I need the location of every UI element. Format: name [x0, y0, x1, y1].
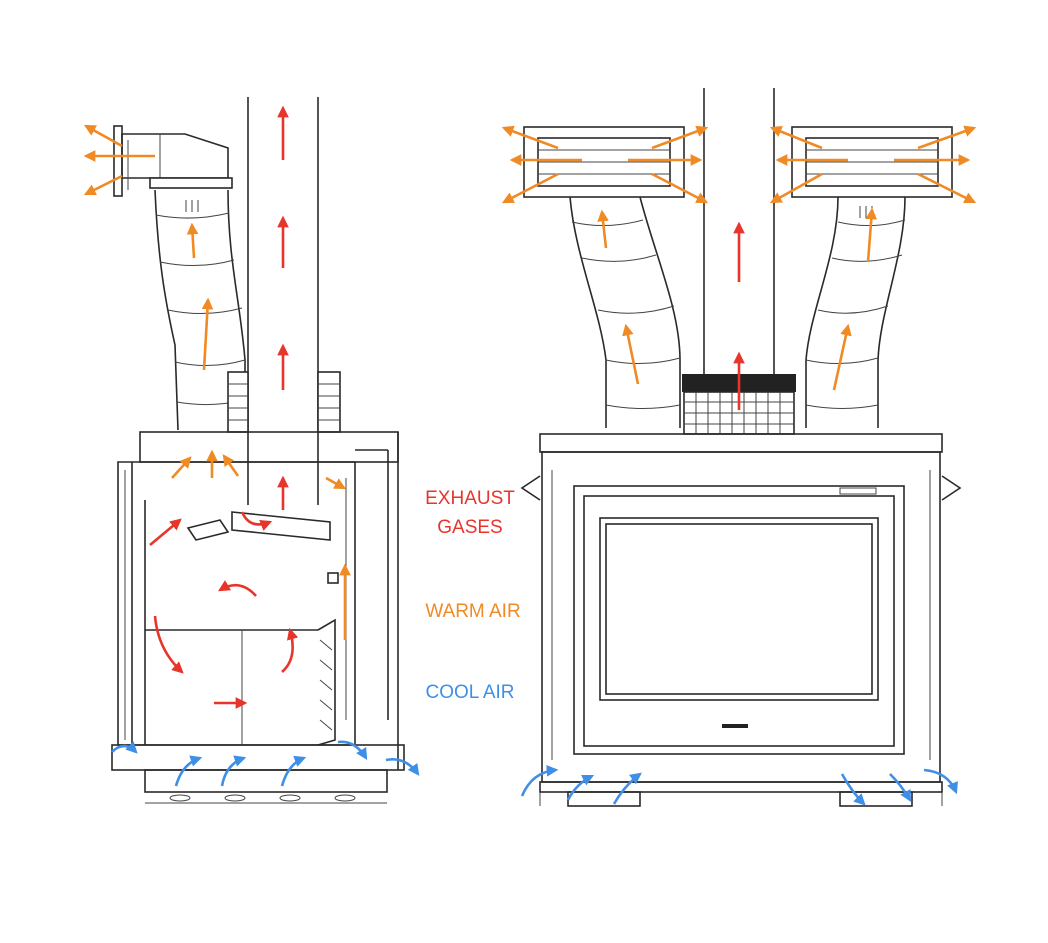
chimney-flue: [247, 97, 319, 505]
blue-curved-arrow-icon: [220, 755, 247, 787]
legend-warm-air: WARM AIR: [425, 601, 520, 622]
blue-curved-arrow-icon: [520, 764, 559, 797]
orange-arrow-icon: [917, 125, 977, 150]
orange-arrow-icon: [201, 297, 214, 371]
blue-curved-arrow-icon: [280, 755, 307, 787]
front-cool-air-arrows: [520, 764, 958, 806]
side-cool-air-arrows: [111, 740, 420, 787]
blue-curved-arrow-icon: [385, 758, 420, 776]
warm-air-duct: [154, 189, 246, 431]
blue-curved-arrow-icon: [612, 772, 642, 805]
side-warm-air-arrows: [83, 124, 351, 640]
front-left-duct: [569, 196, 681, 428]
orange-arrow-icon: [917, 172, 977, 204]
orange-arrow-icon: [865, 207, 878, 263]
front-right-outlet-grille: [791, 126, 953, 198]
front-casing: [520, 433, 962, 783]
front-view: [501, 88, 977, 807]
orange-arrow-icon: [222, 454, 240, 477]
blue-curved-arrow-icon: [111, 741, 138, 754]
orange-arrow-icon: [597, 209, 609, 249]
orange-arrow-icon: [501, 125, 559, 150]
legend: EXHAUST GASES WARM AIR COOL AIR: [425, 488, 521, 703]
front-left-outlet-grille: [523, 126, 685, 198]
orange-arrow-icon: [769, 126, 823, 150]
blue-curved-arrow-icon: [337, 740, 368, 760]
side-section-view: [83, 97, 420, 804]
orange-arrow-icon: [186, 222, 199, 259]
orange-arrow-icon: [171, 456, 192, 479]
red-arrow-icon: [217, 580, 257, 597]
orange-arrow-icon: [83, 174, 123, 196]
blue-curved-arrow-icon: [889, 773, 912, 803]
front-base: [539, 781, 943, 807]
orange-arrow-icon: [769, 172, 823, 204]
orange-arrow-icon: [501, 172, 559, 204]
flue-collar: [227, 371, 341, 433]
blue-curved-arrow-icon: [566, 774, 595, 801]
red-arrow-icon: [240, 511, 273, 531]
stove-body-side: [117, 431, 399, 770]
orange-arrow-icon: [832, 323, 852, 391]
front-right-duct: [805, 196, 906, 428]
legend-cool-air: COOL AIR: [425, 682, 514, 703]
legend-exhaust-line2: GASES: [437, 517, 502, 538]
legend-exhaust-line1: EXHAUST: [425, 488, 515, 509]
blue-curved-arrow-icon: [923, 768, 958, 795]
red-arrow-icon: [149, 518, 182, 546]
red-arrow-icon: [153, 615, 184, 674]
blue-curved-arrow-icon: [174, 755, 203, 787]
orange-arrow-icon: [325, 476, 347, 490]
orange-arrow-icon: [83, 124, 123, 148]
front-warm-air-arrows: [501, 125, 977, 391]
warm-air-outlet-grille: [113, 125, 233, 197]
orange-arrow-icon: [651, 172, 709, 204]
orange-arrow-icon: [622, 323, 640, 385]
blue-curved-arrow-icon: [840, 773, 866, 806]
side-exhaust-arrows: [149, 105, 299, 709]
stove-base-side: [111, 744, 405, 804]
red-arrow-icon: [281, 627, 299, 673]
orange-arrow-icon: [651, 125, 709, 150]
